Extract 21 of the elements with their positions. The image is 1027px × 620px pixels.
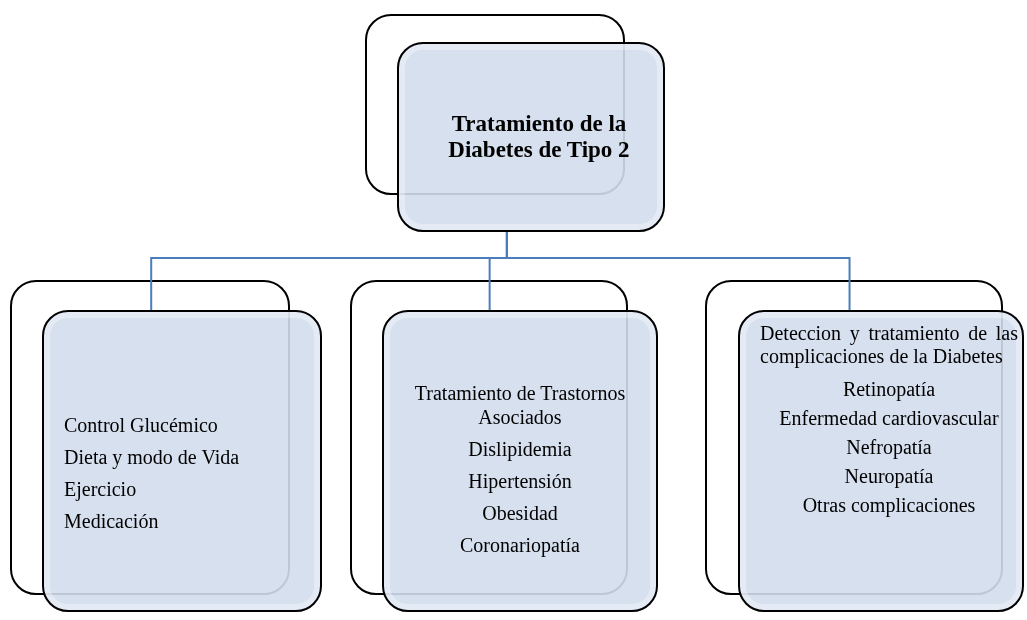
list-item: Control Glucémico (64, 412, 219, 438)
title-text: Tratamiento de la Diabetes de Tipo 2 (447, 111, 631, 163)
list-item: Neuropatía (844, 465, 934, 488)
heading-text: Deteccion y tratamiento de las complicaciones de la Diabetes (760, 322, 1018, 368)
list-item: Dieta y modo de Vida (64, 444, 241, 470)
list-item: Otras complicaciones (802, 494, 976, 517)
rounded-box (397, 42, 665, 232)
list-item: Ejercicio (64, 476, 138, 502)
list-item: Retinopatía (842, 378, 936, 401)
list-item: Nefropatía (846, 436, 932, 459)
heading-text: Tratamiento de Trastornos Asociados (413, 381, 627, 429)
rounded-box (382, 310, 658, 612)
list-item: Medicación (64, 508, 160, 534)
rounded-box (42, 310, 322, 612)
rounded-box (738, 310, 1024, 612)
connector-line (505, 231, 851, 311)
list-item: Enfermedad cardiovascular (779, 407, 999, 430)
list-item: Coronariopatía (460, 533, 580, 557)
list-item: Dislipidemia (468, 437, 572, 461)
list-item: Obesidad (482, 501, 558, 525)
list-item: Hipertensión (468, 469, 572, 493)
